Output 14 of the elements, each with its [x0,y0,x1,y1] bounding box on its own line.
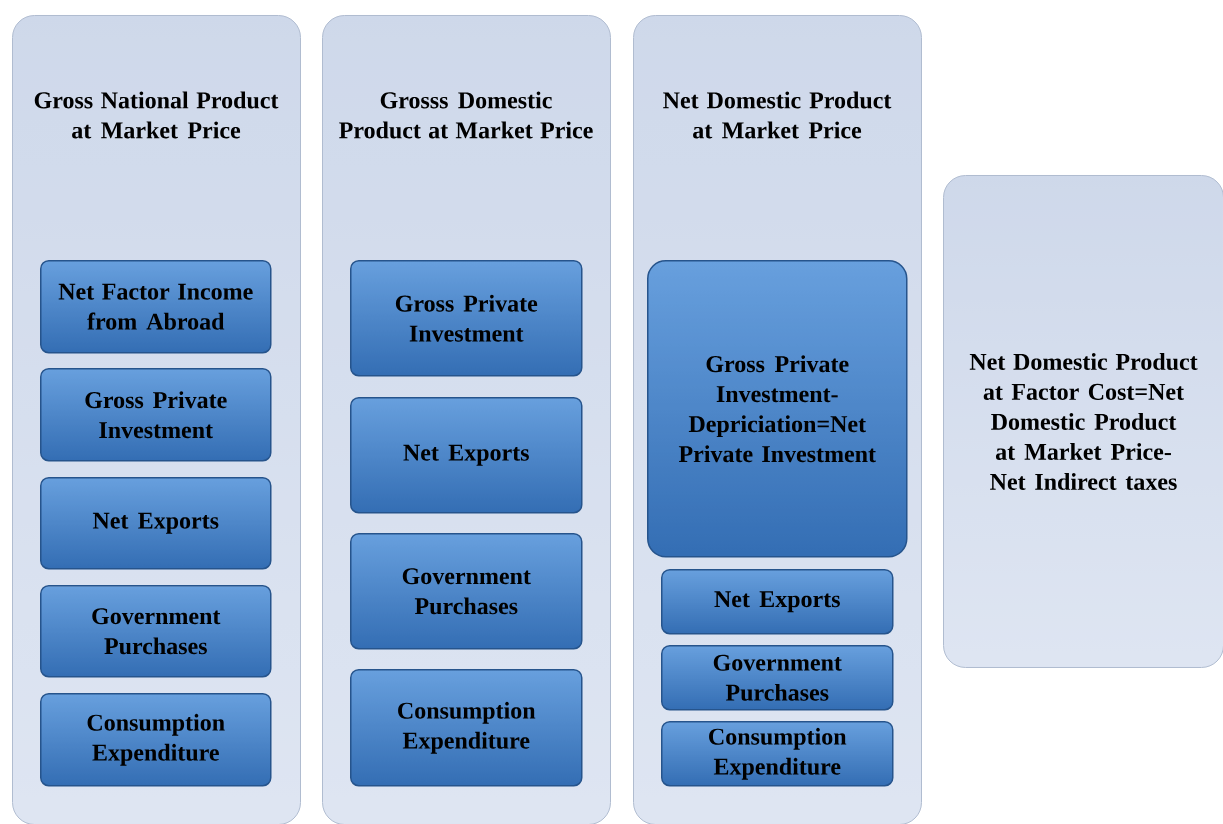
component-box: Government Purchases [350,533,583,650]
component-box: Government Purchases [40,585,272,678]
component-box: Consumption Expenditure [661,721,894,787]
component-box: Gross Private Investment-Depriciation=Net Private Investment [647,260,908,558]
component-box: Gross Private Investment [40,368,272,462]
component-box: Net Exports [350,397,583,514]
component-box: Consumption Expenditure [350,669,583,787]
component-box: Government Purchases [661,645,894,711]
component-box: Net Exports [40,477,272,570]
component-box: Net Exports [661,569,894,635]
result-panel: Net Domestic Product at Factor Cost=Net Domestic Product at Market Price-Net Indirect taxes [943,175,1223,668]
component-box: Consumption Expenditure [40,693,272,787]
component-box: Net Factor Income from Abroad [40,260,272,354]
component-box: Gross Private Investment [350,260,583,377]
